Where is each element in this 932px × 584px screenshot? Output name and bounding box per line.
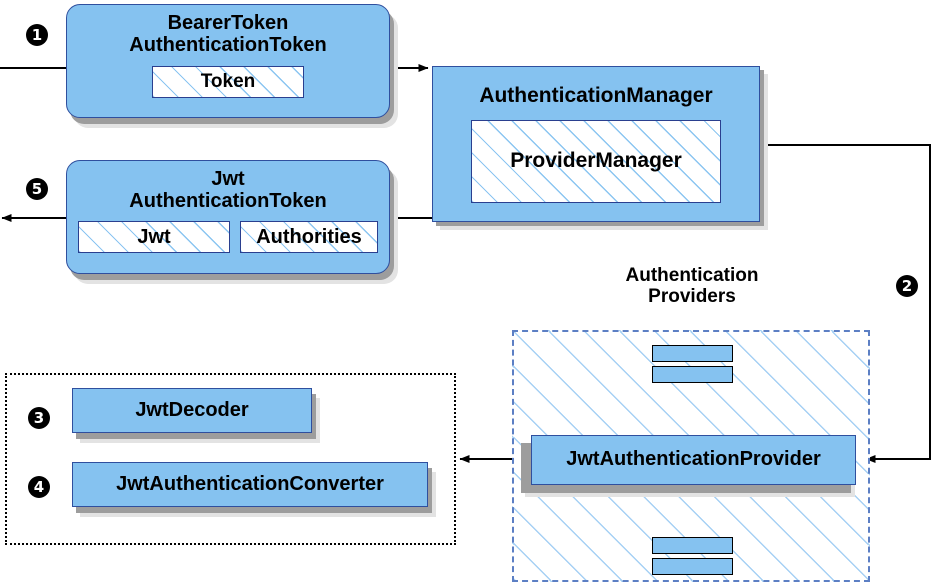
provider-stack-bar-bottom-2 — [652, 558, 733, 575]
bearer-token-authentication-token-node[interactable]: BearerToken AuthenticationToken Token — [66, 4, 390, 118]
jwt-decoder-title: JwtDecoder — [135, 398, 249, 421]
step-badge-1: 1 — [26, 24, 48, 46]
step-badge-5: 5 — [26, 178, 48, 200]
step-badge-2: 2 — [896, 275, 918, 297]
authentication-manager-inner-provider-manager-box: ProviderManager — [471, 119, 721, 203]
provider-stack-bar-top-1 — [652, 345, 733, 362]
jwt-authentication-token-title: Jwt AuthenticationToken — [129, 168, 327, 212]
jwt-authentication-provider-node[interactable]: JwtAuthenticationProvider — [531, 435, 856, 485]
support-components-zone — [5, 373, 456, 545]
provider-stack-bar-top-2 — [652, 366, 733, 383]
authentication-manager-node[interactable]: AuthenticationManager ProviderManager — [432, 66, 760, 222]
jwt-decoder-node[interactable]: JwtDecoder — [72, 388, 312, 433]
jwt-authentication-converter-title: JwtAuthenticationConverter — [116, 472, 384, 495]
authentication-manager-title: AuthenticationManager — [479, 84, 713, 107]
bearer-token-authentication-token-title: BearerToken AuthenticationToken — [129, 12, 327, 56]
jwt-authentication-converter-node[interactable]: JwtAuthenticationConverter — [72, 462, 428, 507]
jwt-authentication-token-inner-row: Jwt Authorities — [78, 221, 378, 254]
authentication-providers-label: Authentication Providers — [625, 265, 759, 307]
jwt-authentication-token-node[interactable]: Jwt AuthenticationToken Jwt Authorities — [66, 160, 390, 274]
bearer-token-inner-token-box: Token — [152, 66, 304, 99]
provider-stack-bar-bottom-1 — [652, 537, 733, 554]
step-badge-4: 4 — [28, 476, 50, 498]
step-badge-3: 3 — [28, 407, 50, 429]
jwt-authentication-provider-title: JwtAuthenticationProvider — [566, 448, 821, 471]
jwt-authentication-token-inner-jwt-box: Jwt — [78, 221, 230, 254]
jwt-authentication-token-inner-authorities-box: Authorities — [240, 221, 378, 254]
